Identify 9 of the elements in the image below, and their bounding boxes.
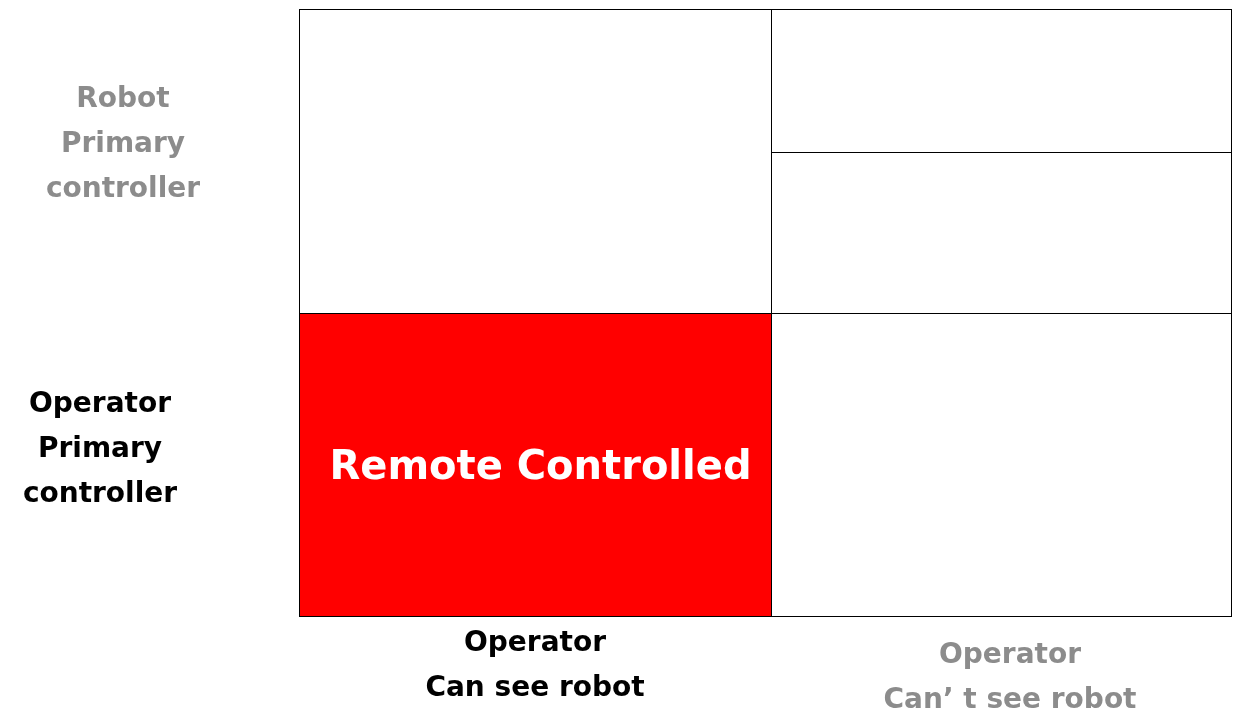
column-label: Operator Can see robot — [424, 624, 646, 705]
column-label: Operator Can’ t see robot — [882, 636, 1138, 712]
grid-cell — [771, 313, 1232, 617]
cell-label: Remote Controlled — [329, 442, 752, 488]
highlighted-cell — [299, 313, 772, 617]
grid-cell — [299, 9, 772, 314]
row-label: Operator Primary controller — [21, 385, 179, 511]
grid-cell — [771, 9, 1232, 153]
row-label: Robot Primary controller — [44, 80, 202, 206]
